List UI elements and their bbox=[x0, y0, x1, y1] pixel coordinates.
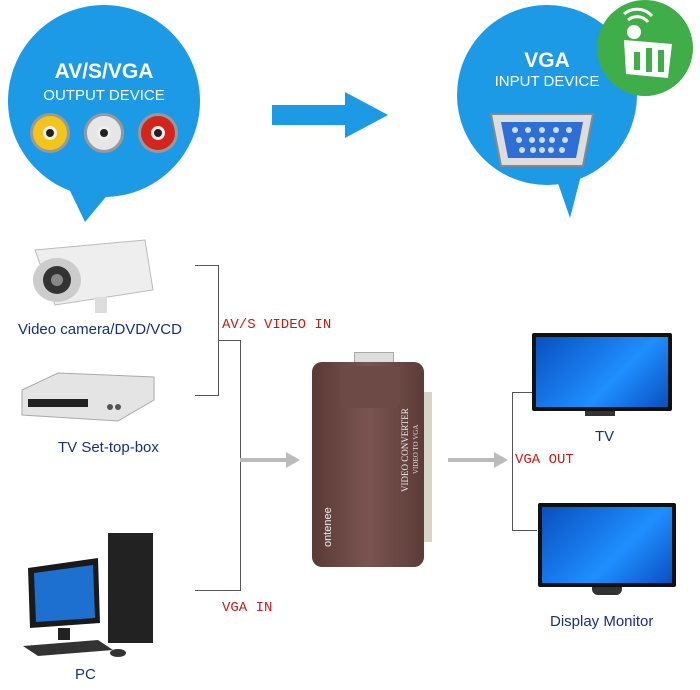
output-title: AV/S/VGA bbox=[54, 60, 154, 83]
input-arrow-icon bbox=[240, 452, 300, 468]
connector-line bbox=[195, 265, 219, 266]
input-subtitle: INPUT DEVICE bbox=[494, 73, 600, 90]
connector-line bbox=[512, 392, 534, 393]
converter-title: VIDEO CONVERTER bbox=[400, 408, 410, 492]
vga-out-label: VGA OUT bbox=[515, 452, 574, 468]
connector-line bbox=[512, 530, 537, 531]
connector-line bbox=[240, 340, 241, 591]
connector-line bbox=[218, 340, 241, 341]
converter-brand: ontenee bbox=[322, 507, 334, 547]
rca-yellow-icon bbox=[30, 113, 70, 153]
output-arrow-icon bbox=[448, 452, 508, 468]
connector-line bbox=[195, 590, 241, 591]
rca-red-icon bbox=[138, 113, 178, 153]
logo-icon bbox=[597, 0, 693, 96]
vga-port-icon bbox=[489, 113, 595, 167]
connector-line bbox=[195, 395, 219, 396]
av-video-in-label: AV/S VIDEO IN bbox=[222, 317, 332, 333]
output-label-monitor: Display Monitor bbox=[550, 613, 654, 630]
vent-grid bbox=[340, 414, 400, 469]
vga-in-label: VGA IN bbox=[222, 600, 273, 616]
tv-image bbox=[532, 333, 672, 411]
monitor-image bbox=[538, 503, 676, 587]
source-label-camera: Video camera/DVD/VCD bbox=[18, 321, 182, 338]
connector-line bbox=[218, 265, 219, 396]
source-label-set-top-box: TV Set-top-box bbox=[58, 439, 159, 456]
output-label-tv: TV bbox=[595, 428, 615, 445]
input-title: VGA bbox=[524, 49, 570, 72]
video-camera-image bbox=[33, 239, 154, 313]
pc-image bbox=[23, 533, 153, 657]
converter-subtitle: VIDEO TO VGA bbox=[412, 424, 420, 474]
set-top-box-image bbox=[21, 372, 155, 422]
video-converter-device: VIDEO CONVERTER VIDEO TO VGA ontenee bbox=[312, 352, 432, 567]
arrow-right-icon bbox=[272, 92, 388, 138]
connector-line bbox=[512, 392, 513, 531]
output-subtitle: OUTPUT DEVICE bbox=[43, 87, 165, 104]
source-label-pc: PC bbox=[75, 666, 96, 683]
rca-white-icon bbox=[84, 113, 124, 153]
